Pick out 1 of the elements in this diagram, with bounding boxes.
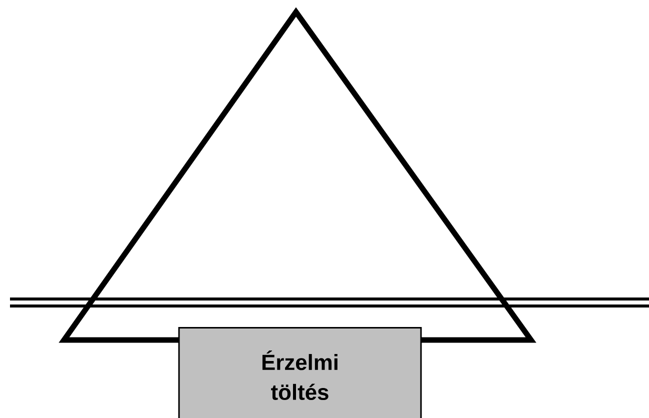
label-box: Érzelmi töltés: [178, 327, 422, 418]
